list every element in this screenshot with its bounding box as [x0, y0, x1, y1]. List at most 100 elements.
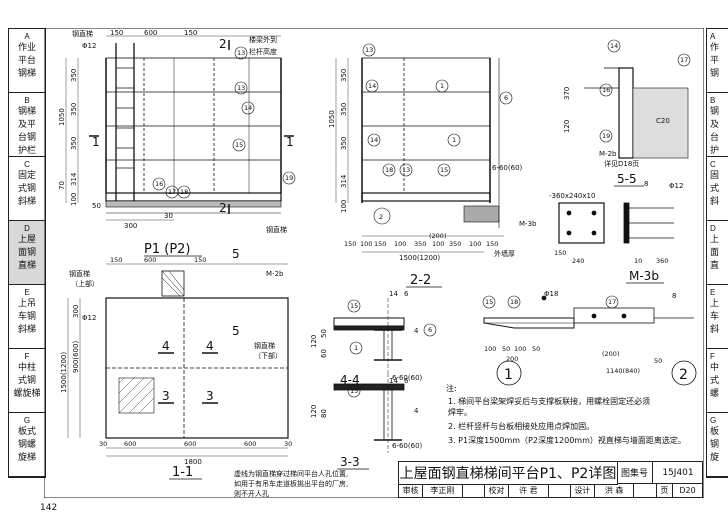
s22-total: 1500(1200): [399, 254, 440, 262]
sidebar-tab-label: 面: [710, 248, 720, 258]
svg-text:900(600): 900(600): [72, 341, 80, 373]
sidebar-tab-label: 上吊: [17, 299, 36, 309]
svg-text:300: 300: [72, 305, 80, 318]
svg-text:360: 360: [656, 257, 668, 265]
svg-text:350: 350: [70, 137, 78, 150]
svg-text:5: 5: [232, 247, 240, 261]
sidebar-tab-e[interactable]: E 上吊车钢斜梯: [9, 285, 45, 349]
svg-text:19: 19: [602, 132, 610, 140]
title-block-cell: D20: [673, 484, 703, 498]
sidebar-tab-label: 车钢: [17, 312, 36, 322]
svg-text:1140(840): 1140(840): [606, 367, 640, 375]
sidebar-tab-letter: G: [23, 416, 31, 425]
svg-text:4-4: 4-4: [340, 373, 360, 387]
sidebar-tab-label: 螺: [710, 389, 720, 399]
svg-text:50: 50: [532, 345, 540, 353]
sidebar-tab-label: 面钢: [17, 248, 36, 258]
svg-text:600: 600: [184, 440, 196, 448]
svg-text:150: 150: [554, 249, 566, 257]
svg-text:钢直梯: 钢直梯: [254, 341, 275, 350]
svg-text:8: 8: [644, 180, 648, 188]
view-p1: 1 1 2 2 150 600 150 1050 350 350 350 314…: [58, 29, 296, 257]
p1-caption: P1 (P2): [144, 242, 191, 257]
sidebar-tab-label: 斜梯: [17, 325, 36, 335]
sidebar-tab-label: 钢梯: [17, 69, 36, 79]
svg-text:13: 13: [237, 84, 245, 92]
svg-text:钢直梯: 钢直梯: [69, 269, 90, 278]
title-block-cell: [549, 484, 571, 498]
svg-text:焊牢。: 焊牢。: [448, 407, 472, 417]
sidebar-tab-letter: E: [24, 288, 30, 297]
sidebar-tab-letter: F: [24, 352, 30, 361]
sidebar-tab-letter: A: [710, 32, 716, 41]
svg-text:15: 15: [350, 302, 358, 310]
sidebar-tab-letter: B: [710, 96, 716, 105]
svg-text:6-60(60): 6-60(60): [392, 442, 423, 450]
svg-text:钢直梯: 钢直梯: [72, 29, 93, 38]
svg-text:120: 120: [310, 335, 318, 348]
svg-text:60: 60: [320, 349, 328, 358]
title-block: 上屋面钢直梯梯间平台P1、P2详图 图集号 15J401 审核李正刚校对许 君设…: [398, 461, 703, 498]
atlas-number: 15J401: [653, 462, 703, 484]
sidebar-tab-label: 固定: [17, 171, 36, 181]
sidebar-tab-label: 直: [710, 261, 720, 271]
svg-text:300: 300: [124, 222, 137, 230]
svg-text:50: 50: [502, 345, 510, 353]
svg-text:13: 13: [365, 46, 373, 54]
sidebar-tab-letter: C: [710, 160, 716, 169]
svg-text:1050: 1050: [58, 108, 66, 126]
svg-text:则不开人孔: 则不开人孔: [234, 490, 269, 498]
svg-text:1: 1: [452, 136, 456, 144]
svg-text:200: 200: [506, 355, 518, 363]
sidebar-tab-label: 护栏: [17, 146, 36, 156]
s22-caption: 2-2: [410, 273, 431, 288]
svg-text:350: 350: [414, 240, 426, 248]
svg-text:150: 150: [194, 256, 206, 264]
svg-text:4: 4: [162, 339, 170, 353]
svg-text:15: 15: [440, 166, 448, 174]
svg-text:18: 18: [180, 188, 188, 196]
svg-text:150: 150: [344, 240, 356, 248]
svg-text:2: 2: [219, 201, 227, 215]
svg-text:6: 6: [404, 290, 409, 298]
svg-text:1500(1200): 1500(1200): [60, 352, 68, 393]
sidebar-tab-label: 上: [710, 299, 720, 309]
svg-text:100: 100: [514, 345, 526, 353]
sidebar-tab-label: 式钢: [17, 184, 36, 194]
p1-dim-top-2: 150: [184, 29, 197, 37]
svg-text:50: 50: [654, 357, 662, 365]
sidebar-tab-label: 台: [710, 133, 720, 143]
sidebar-tab-letter: E: [710, 288, 716, 297]
svg-text:314: 314: [340, 174, 348, 188]
svg-text:楼梁外到: 楼梁外到: [249, 35, 277, 44]
p1-dim-top-1: 600: [144, 29, 157, 37]
svg-text:16: 16: [602, 86, 610, 94]
svg-text:120: 120: [310, 405, 318, 418]
svg-text:5-5: 5-5: [617, 172, 637, 186]
svg-text:14: 14: [610, 42, 618, 50]
sidebar-tab-label: 式: [710, 376, 720, 386]
notes-block: 注: 1. 梯间平台梁架焊妥后与支撑板联接，用螺栓固定还必须 焊牢。 2. 栏杆…: [446, 383, 686, 445]
svg-text:1: 1: [440, 82, 444, 90]
sidebar-tab-label: 旋梯: [17, 453, 36, 463]
svg-text:M-3b: M-3b: [629, 269, 659, 283]
title-block-cell: 李正刚: [423, 484, 463, 498]
